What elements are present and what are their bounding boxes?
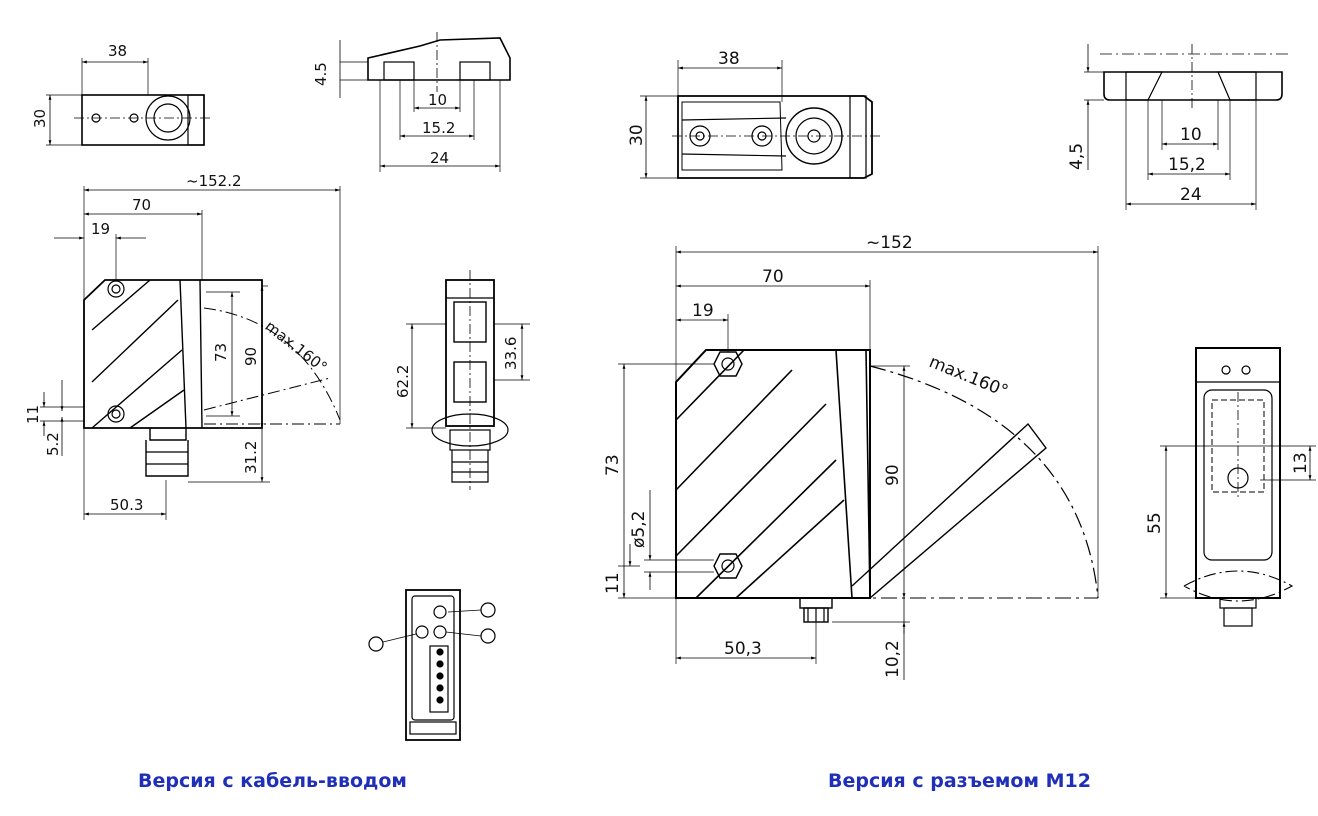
dim-left-hole-dia: 5.2: [44, 432, 62, 456]
left-dimension-labels: 38 30 4.5 10 15.2 24 ~152.2 70 19 73 90 …: [24, 42, 520, 514]
dim-right-connector-pos: 50,3: [724, 639, 762, 659]
dim-left-front-h2: 33.6: [502, 337, 520, 370]
right-dimension-labels: 38 30 4,5 10 15,2 24 ~152 70 19 73 90 ma…: [603, 49, 1311, 678]
dim-right-hole-spacing: 11: [603, 572, 623, 594]
dim-left-side-w2: 15.2: [422, 119, 455, 137]
right-main-view: [618, 246, 1099, 680]
left-top-view: [46, 58, 212, 146]
dim-right-side-height: 4,5: [1067, 143, 1087, 170]
caption-cable-version: Версия с кабель-вводом: [138, 770, 407, 792]
left-front-view: [406, 270, 530, 490]
dim-left-side-w3: 24: [430, 149, 449, 167]
dim-right-side-w2: 15,2: [1168, 155, 1206, 175]
right-front-view: [1160, 347, 1316, 627]
dim-left-top-height: 30: [31, 109, 49, 128]
dim-right-top-height: 30: [627, 124, 647, 146]
dim-right-angle: max.160°: [926, 352, 1011, 402]
dim-right-overall-length: ~152: [866, 233, 913, 253]
dim-left-hole-offset: 19: [91, 220, 110, 238]
right-top-view: [640, 60, 880, 179]
dim-left-overall-length: ~152.2: [186, 172, 242, 190]
dim-right-top-width: 38: [718, 49, 740, 69]
dim-left-height-90: 90: [242, 347, 260, 366]
dim-right-connector-h: 10,2: [883, 640, 903, 678]
dim-right-height-73: 73: [603, 454, 623, 476]
dim-left-side-height: 4.5: [312, 62, 330, 86]
dim-left-cable-offset: 31.2: [242, 441, 260, 474]
dim-right-hole-dia: ø5,2: [629, 511, 649, 548]
dim-right-side-w3: 24: [1180, 185, 1202, 205]
dim-right-side-w1: 10: [1180, 125, 1202, 145]
dim-left-side-w1: 10: [428, 91, 447, 109]
dim-left-body-width: 70: [132, 196, 151, 214]
left-main-view: [40, 186, 341, 520]
left-side-profile: [339, 32, 511, 172]
dim-left-angle: max.160°: [262, 317, 331, 376]
dim-right-front-h55: 55: [1145, 512, 1165, 534]
dim-left-height-73: 73: [212, 343, 230, 362]
dim-left-top-width: 38: [108, 42, 127, 60]
left-rear-panel: [368, 589, 496, 741]
dim-left-cable-pos: 50.3: [110, 496, 143, 514]
dim-right-hole-offset: 19: [692, 301, 714, 321]
dim-right-height-90: 90: [883, 464, 903, 486]
dim-right-body-width: 70: [762, 267, 784, 287]
dim-left-hole-spacing: 11: [24, 405, 42, 424]
right-side-profile: [1084, 44, 1290, 210]
dim-right-front-h13: 13: [1291, 452, 1311, 474]
caption-m12-version: Версия с разъемом M12: [828, 770, 1091, 792]
dim-left-front-h1: 62.2: [394, 365, 412, 398]
